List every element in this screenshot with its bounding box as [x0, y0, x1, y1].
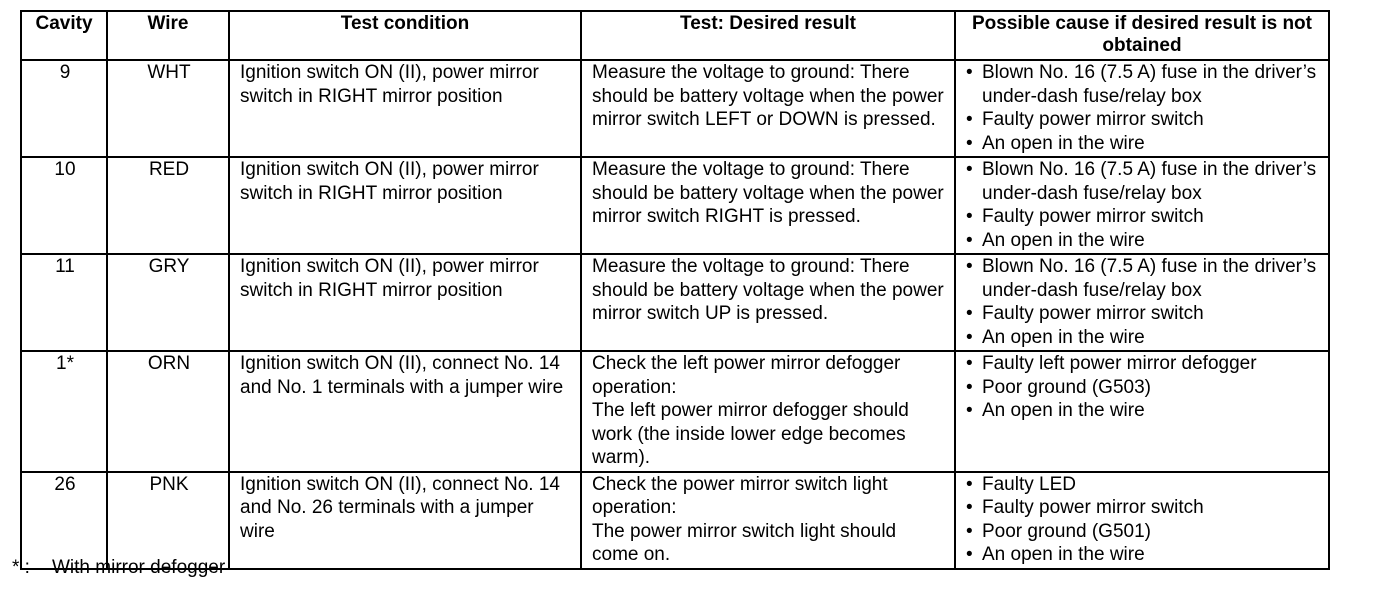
- bullet-icon: •: [966, 473, 973, 495]
- bullet-icon: •: [966, 497, 973, 518]
- cause-cell: • Blown No. 16 (7.5 A) fuse in the driver…: [954, 156, 1330, 255]
- bullet-icon: •: [966, 159, 973, 180]
- cause-text: Blown No. 16 (7.5 A) fuse in the driver’…: [982, 256, 1317, 301]
- table-row: 10 RED Ignition switch ON (II), power mi…: [20, 156, 1330, 255]
- bullet-icon: •: [966, 206, 973, 227]
- cavity-cell: 26: [20, 470, 108, 570]
- cause-text: An open in the wire: [982, 326, 1145, 348]
- result-text: The power mirror switch light should com…: [592, 520, 897, 566]
- bullet-icon: •: [966, 326, 973, 348]
- condition-cell: Ignition switch ON (II), connect No. 14 …: [228, 350, 582, 473]
- cause-item: • Faulty left power mirror defogger: [966, 353, 1320, 376]
- cause-item: • Blown No. 16 (7.5 A) fuse in the driver…: [966, 256, 1320, 302]
- bullet-icon: •: [966, 376, 973, 398]
- table-row: 26 PNK Ignition switch ON (II), connect …: [20, 470, 1330, 570]
- condition-cell: Ignition switch ON (II), power mirror sw…: [228, 59, 582, 158]
- cause-item: • An open in the wire: [966, 132, 1320, 156]
- cavity-cell: 9: [20, 59, 108, 158]
- wire-cell: ORN: [106, 350, 230, 473]
- footnote: * : With mirror defogger: [12, 556, 225, 579]
- cause-list: •Faulty LED •Faulty power mirror switch …: [966, 473, 1320, 567]
- result-cell: Measure the voltage to ground: There sho…: [580, 253, 956, 352]
- cause-item: • Faulty power mirror switch: [966, 302, 1320, 326]
- wire-cell: PNK: [106, 470, 230, 570]
- cause-item: • Faulty LED: [966, 473, 1320, 497]
- cause-text: Faulty power mirror switch: [982, 109, 1204, 130]
- bullet-icon: •: [966, 256, 973, 277]
- cause-item: • Faulty power mirror switch: [966, 205, 1320, 229]
- result-lead: Check the left power mirror defogger ope…: [592, 353, 901, 398]
- cause-text: Faulty LED: [982, 473, 1076, 495]
- result-cell: Measure the voltage to ground: There sho…: [580, 59, 956, 158]
- cause-item: • Poor ground (G501): [966, 520, 1320, 544]
- cause-text: Poor ground (G503): [982, 376, 1151, 398]
- result-cell: Measure the voltage to ground: There sho…: [580, 156, 956, 255]
- cause-text: Faulty left power mirror defogger: [982, 353, 1257, 374]
- condition-cell: Ignition switch ON (II), power mirror sw…: [228, 253, 582, 352]
- cause-text: An open in the wire: [982, 400, 1145, 421]
- cause-text: Poor ground (G501): [982, 520, 1151, 542]
- header-wire: Wire: [106, 10, 230, 61]
- table-row: 9 WHT Ignition switch ON (II), power mir…: [20, 59, 1330, 158]
- cause-text: Faulty power mirror switch: [982, 303, 1204, 324]
- cause-text: Blown No. 16 (7.5 A) fuse in the driver’…: [982, 62, 1317, 107]
- cause-list: • Blown No. 16 (7.5 A) fuse in the driver…: [966, 62, 1320, 156]
- bullet-icon: •: [966, 544, 973, 565]
- result-text: The left power mirror defogger should wo…: [592, 400, 909, 468]
- cavity-cell: 1*: [20, 350, 108, 473]
- bullet-icon: •: [966, 400, 973, 421]
- footnote-mark: * :: [12, 557, 30, 578]
- cavity-cell: 11: [20, 253, 108, 352]
- header-possible-cause: Possible cause if desired result is not …: [954, 10, 1330, 61]
- condition-cell: Ignition switch ON (II), connect No. 14 …: [228, 470, 582, 570]
- bullet-icon: •: [966, 303, 973, 324]
- bullet-icon: •: [966, 132, 973, 154]
- cause-list: • Faulty left power mirror defogger • Poor…: [966, 353, 1320, 423]
- bullet-icon: •: [966, 520, 973, 542]
- table-row: 1* ORN Ignition switch ON (II), connect …: [20, 350, 1330, 473]
- header-test-condition: Test condition: [228, 10, 582, 61]
- cause-text: Blown No. 16 (7.5 A) fuse in the driver’…: [982, 159, 1317, 204]
- cavity-cell: 10: [20, 156, 108, 255]
- cause-text: An open in the wire: [982, 132, 1145, 154]
- cause-text: Faulty power mirror switch: [982, 206, 1204, 227]
- cause-item: • Faulty power mirror switch: [966, 108, 1320, 132]
- wire-cell: GRY: [106, 253, 230, 352]
- header-cavity: Cavity: [20, 10, 108, 61]
- cause-item: • An open in the wire: [966, 326, 1320, 350]
- footnote-text: With mirror defogger: [52, 557, 226, 578]
- cause-list: • Blown No. 16 (7.5 A) fuse in the driver…: [966, 159, 1320, 253]
- header-desired-result: Test: Desired result: [580, 10, 956, 61]
- cause-cell: •Faulty LED •Faulty power mirror switch …: [954, 470, 1330, 570]
- cause-item: • Blown No. 16 (7.5 A) fuse in the driver…: [966, 62, 1320, 108]
- condition-cell: Ignition switch ON (II), power mirror sw…: [228, 156, 582, 255]
- cause-item: • An open in the wire: [966, 543, 1320, 567]
- cause-item: • An open in the wire: [966, 229, 1320, 253]
- cause-cell: • Blown No. 16 (7.5 A) fuse in the driver…: [954, 59, 1330, 158]
- cause-item: • Blown No. 16 (7.5 A) fuse in the driver…: [966, 159, 1320, 205]
- cause-text: Faulty power mirror switch: [982, 497, 1204, 518]
- bullet-icon: •: [966, 353, 973, 374]
- bullet-icon: •: [966, 109, 973, 130]
- cause-text: An open in the wire: [982, 544, 1145, 565]
- wire-cell: WHT: [106, 59, 230, 158]
- bullet-icon: •: [966, 62, 973, 83]
- wire-test-table: Cavity Wire Test condition Test: Desired…: [20, 10, 1330, 570]
- result-cell: Check the left power mirror defogger ope…: [580, 350, 956, 473]
- cause-item: • Poor ground (G503): [966, 376, 1320, 400]
- header-row: Cavity Wire Test condition Test: Desired…: [20, 10, 1330, 61]
- bullet-icon: •: [966, 229, 973, 251]
- cause-list: • Blown No. 16 (7.5 A) fuse in the driver…: [966, 256, 1320, 350]
- wire-cell: RED: [106, 156, 230, 255]
- table-row: 11 GRY Ignition switch ON (II), power mi…: [20, 253, 1330, 352]
- result-cell: Check the power mirror switch light oper…: [580, 470, 956, 570]
- cause-item: • An open in the wire: [966, 399, 1320, 423]
- cause-item: • Faulty power mirror switch: [966, 496, 1320, 520]
- cause-text: An open in the wire: [982, 229, 1145, 251]
- cause-cell: • Blown No. 16 (7.5 A) fuse in the driver…: [954, 253, 1330, 352]
- result-lead: Check the power mirror switch light oper…: [592, 473, 888, 519]
- cause-cell: • Faulty left power mirror defogger • Poor…: [954, 350, 1330, 473]
